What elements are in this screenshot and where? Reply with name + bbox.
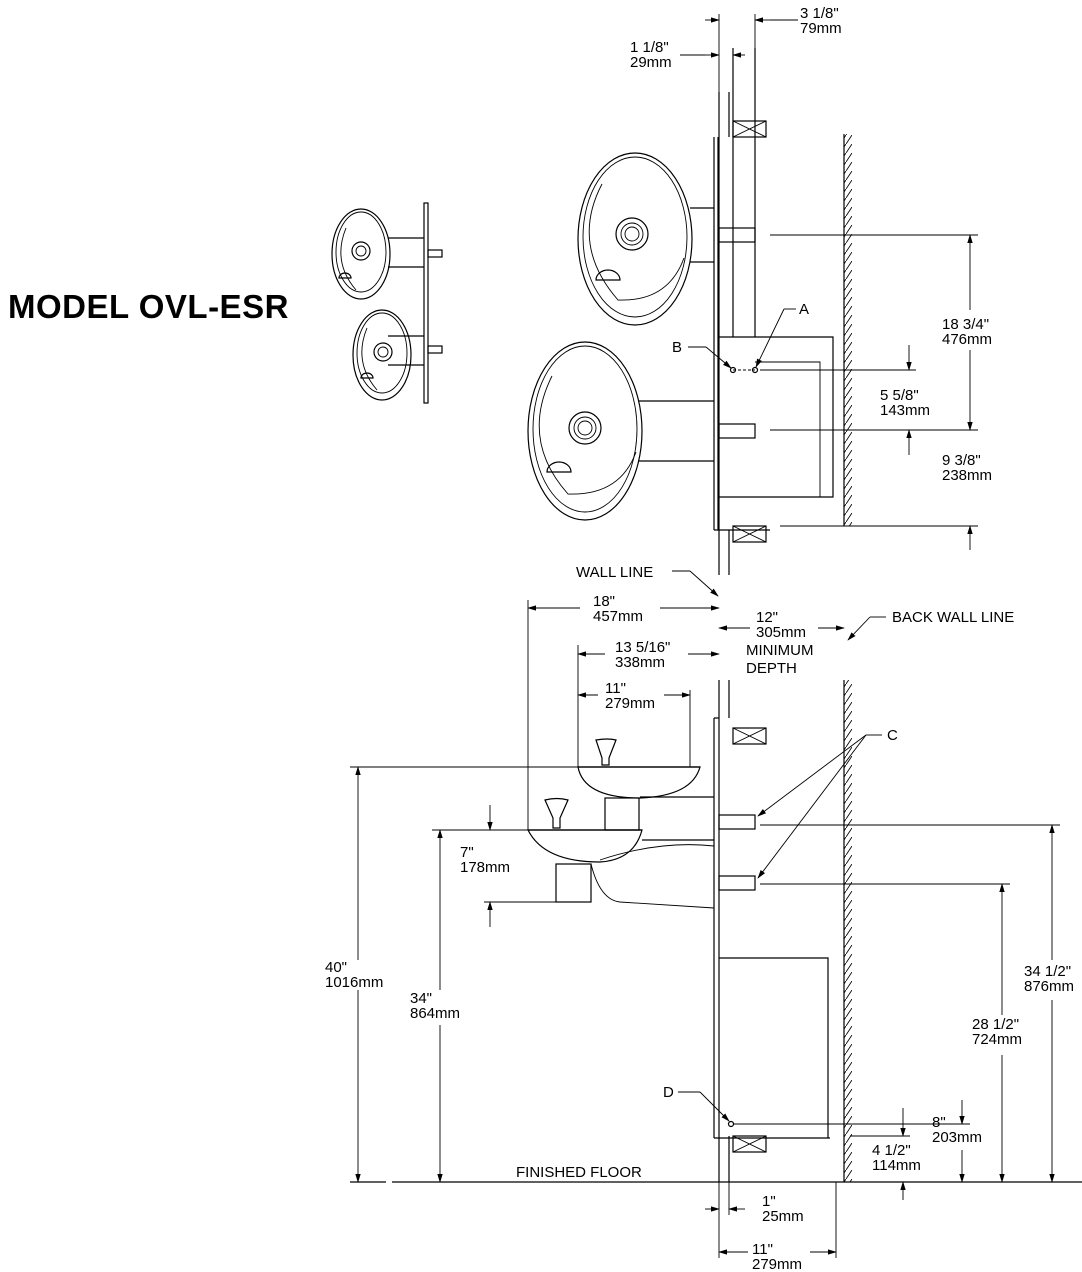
dim-13-5-16-mm: 338mm	[615, 654, 665, 671]
dim-7-in: 7"	[460, 844, 474, 861]
dim-4-1-2-in: 4 1/2"	[872, 1142, 911, 1159]
dim-40-in: 40"	[325, 959, 347, 976]
dim-4-1-2-mm: 114mm	[872, 1157, 921, 1174]
dim-7-mm: 178mm	[460, 859, 510, 876]
small-front-view	[331, 202, 443, 404]
dim-18-3-4-in: 18 3/4"	[942, 316, 989, 333]
dim-34-mm: 864mm	[410, 1005, 460, 1022]
dim-34-1-2-in: 34 1/2"	[1024, 963, 1071, 980]
dim-34-1-2-mm: 876mm	[1024, 978, 1074, 995]
dim-5-5-8-mm: 143mm	[880, 402, 930, 419]
finished-floor-label: FINISHED FLOOR	[516, 1164, 642, 1181]
dim-18-3-4-mm: 476mm	[942, 331, 992, 348]
dim-8-in: 8"	[932, 1114, 946, 1131]
callout-d: D	[663, 1084, 674, 1101]
callout-a: A	[799, 301, 809, 318]
dim-1-in: 1"	[762, 1193, 776, 1210]
dim-34-in: 34"	[410, 990, 432, 1007]
dim-1-mm: 25mm	[762, 1208, 804, 1225]
back-wall	[843, 134, 852, 1182]
depth-label: DEPTH	[746, 660, 797, 677]
dimension-lines	[350, 14, 1060, 1258]
dim-18-in: 18"	[593, 593, 615, 610]
dim-11-top-mm: 279mm	[605, 695, 655, 712]
dim-11-bottom-mm: 279mm	[752, 1256, 802, 1272]
dim-3-1-8-in: 3 1/8"	[800, 5, 839, 22]
model-title: MODEL OVL-ESR	[8, 288, 289, 325]
dim-3-1-8-mm: 79mm	[800, 20, 842, 37]
dim-1-1-8-in: 1 1/8"	[630, 39, 669, 56]
dim-13-5-16-in: 13 5/16"	[615, 639, 670, 656]
dim-12-mm: 305mm	[756, 624, 806, 641]
dim-1-1-8-mm: 29mm	[630, 54, 672, 71]
front-elevation	[527, 48, 834, 575]
dim-28-1-2-in: 28 1/2"	[972, 1016, 1019, 1033]
callout-c: C	[887, 727, 898, 744]
wall-line-label: WALL LINE	[576, 564, 653, 581]
minimum-label: MINIMUM	[746, 642, 814, 659]
dim-40-mm: 1016mm	[325, 974, 383, 991]
dim-11-top-in: 11"	[605, 680, 626, 697]
dimension-labels: 3 1/8" 79mm 1 1/8" 29mm A B 18 3/4" 476m…	[325, 5, 1074, 1272]
dim-9-3-8-mm: 238mm	[942, 467, 992, 484]
dim-9-3-8-in: 9 3/8"	[942, 452, 981, 469]
back-wall-line-label: BACK WALL LINE	[892, 609, 1014, 626]
dim-8-mm: 203mm	[932, 1129, 982, 1146]
callout-b: B	[672, 339, 682, 356]
dim-11-bottom-in: 11"	[752, 1241, 773, 1258]
dim-28-1-2-mm: 724mm	[972, 1031, 1022, 1048]
side-elevation	[527, 680, 830, 1182]
dim-5-5-8-in: 5 5/8"	[880, 387, 919, 404]
dim-18-mm: 457mm	[593, 608, 643, 625]
dim-12-in: 12"	[756, 609, 778, 626]
